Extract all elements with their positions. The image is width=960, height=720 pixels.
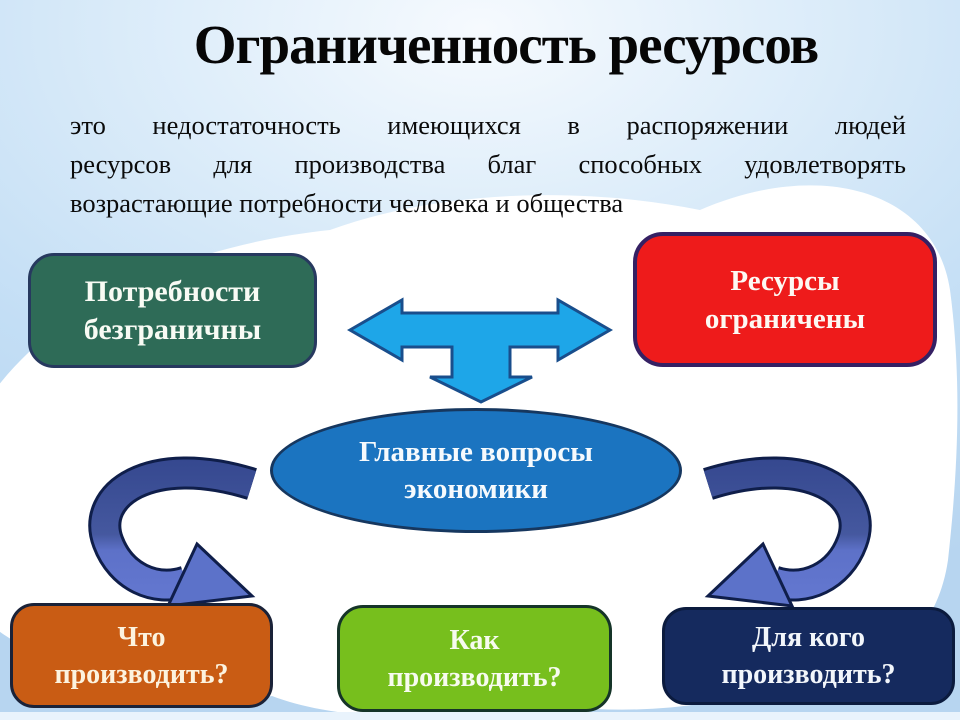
main-questions-ellipse: Главные вопросы экономики [270,408,682,533]
curved-arrow-left-icon [88,456,257,608]
resources-box-line-2: ограничены [704,302,866,335]
definition-text: это недостаточность имеющихся в распоряж… [70,106,906,223]
for-whom-to-produce-box: Для кого производить? [662,607,955,705]
definition-line-1: это недостаточность имеющихся в распоряж… [70,110,906,140]
how-to-produce-box: Как производить? [337,605,612,712]
ellipse-line-1: Главные вопросы [359,435,593,468]
definition-line-2: ресурсов для производства благ способных… [70,149,906,179]
forwhom-box-line-2: производить? [721,659,896,690]
how-box-line-2: производить? [387,661,562,693]
bottom-edge-band [0,712,960,720]
needs-box-line-2: безграничны [83,312,262,346]
what-box-line-1: Что [117,621,166,653]
needs-box-line-1: Потребности [84,274,261,308]
what-to-produce-box: Что производить? [10,603,273,708]
how-box-line-1: Как [449,624,500,656]
three-way-arrow-icon [346,297,614,404]
slide-title: Ограниченность ресурсов [193,14,820,75]
needs-unlimited-box: Потребности безграничны [28,253,317,368]
definition-line-3: возрастающие потребности человека и обще… [70,188,624,218]
curved-arrow-right-icon [703,456,872,608]
forwhom-box-line-1: Для кого [752,622,865,653]
resources-limited-box: Ресурсы ограничены [633,232,937,367]
resources-box-line-1: Ресурсы [730,264,840,297]
what-box-line-2: производить? [54,658,229,690]
ellipse-line-2: экономики [404,472,548,505]
